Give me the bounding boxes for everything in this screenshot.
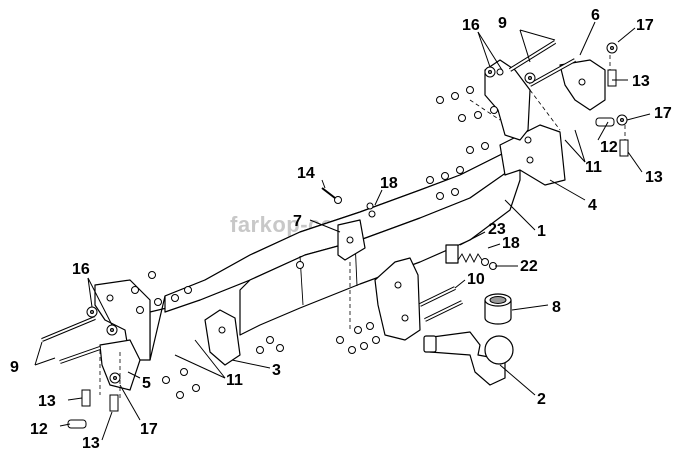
callout-9-left: 9 — [10, 359, 19, 376]
socket-plate — [337, 219, 366, 261]
callout-3: 3 — [272, 362, 281, 379]
callout-17-top: 17 — [636, 17, 654, 34]
callout-5: 5 — [142, 375, 151, 392]
callout-16-left: 16 — [72, 261, 90, 278]
assembly-guide-lines — [99, 55, 626, 400]
callout-12-left: 12 — [30, 421, 48, 438]
callout-9-right: 9 — [498, 15, 507, 32]
center-hitch-bracket — [374, 257, 421, 341]
callout-leader-lines — [34, 21, 651, 441]
right-side-bracket — [499, 124, 566, 186]
tow-ball-neck — [423, 331, 514, 386]
callout-14: 14 — [297, 165, 315, 182]
callout-7: 7 — [293, 213, 302, 230]
callout-18-top: 18 — [380, 175, 398, 192]
callout-13-bottom: 13 — [82, 435, 100, 452]
callout-2: 2 — [537, 391, 546, 408]
right-upper-bracket — [484, 59, 606, 141]
callout-8: 8 — [552, 299, 561, 316]
callout-17-bottom: 17 — [140, 421, 158, 438]
callout-16-right: 16 — [462, 17, 480, 34]
callout-22: 22 — [520, 258, 538, 275]
long-bolts — [41, 40, 576, 364]
callout-12-right: 12 — [600, 139, 618, 156]
callout-11-right: 11 — [585, 159, 602, 176]
callout-23: 23 — [488, 221, 506, 238]
callout-13-right-top: 13 — [632, 73, 650, 90]
callout-numbers: 1 2 3 4 5 6 7 8 9 9 10 11 11 12 12 13 13… — [10, 7, 672, 452]
callout-10: 10 — [467, 271, 485, 288]
callout-11-left: 11 — [226, 372, 243, 389]
callout-13-left: 13 — [38, 393, 56, 410]
tow-ball — [484, 293, 512, 325]
spring-part — [445, 244, 483, 264]
callout-6: 6 — [591, 7, 600, 24]
nut-washer-clusters — [67, 42, 629, 429]
callout-17-middle: 17 — [654, 105, 672, 122]
callout-18-right: 18 — [502, 235, 520, 252]
callout-13-right-bottom: 13 — [645, 169, 663, 186]
main-cross-beam — [149, 149, 521, 361]
callout-4: 4 — [588, 197, 597, 214]
callout-1: 1 — [537, 223, 546, 240]
